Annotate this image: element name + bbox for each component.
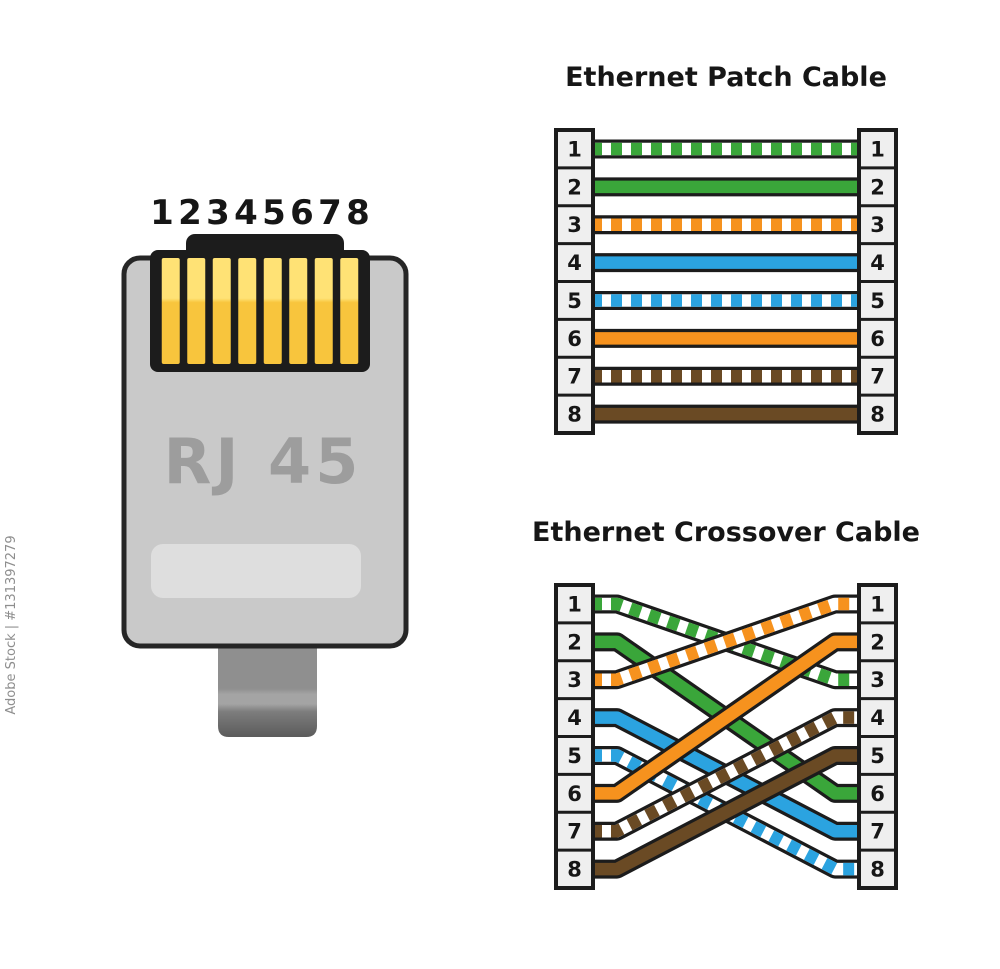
pin-number: 1 <box>150 193 174 233</box>
pin-label: 7 <box>567 820 582 844</box>
stock-watermark: Adobe Stock | #131397279 <box>4 535 19 714</box>
wire-pin3-to-pin1-orange-striped <box>591 594 861 690</box>
rj45-pin <box>314 258 333 364</box>
pin-label: 2 <box>870 630 885 654</box>
pin-label: 4 <box>567 706 582 730</box>
wire-pin8-to-pin5-brown-solid <box>591 745 861 879</box>
pin-number: 3 <box>206 193 230 233</box>
pin-number: 8 <box>346 193 370 233</box>
rj45-pin <box>289 258 308 364</box>
crossover-cable-diagram: 1 2 3 4 5 6 7 8 1 2 3 4 5 6 7 8 <box>554 583 898 890</box>
pin-label: 8 <box>870 403 885 427</box>
pin-label: 5 <box>870 744 885 768</box>
rj45-label: RJ 45 <box>164 425 363 498</box>
pin-label: 8 <box>870 858 885 882</box>
wires <box>591 594 861 879</box>
pin-number: 6 <box>290 193 314 233</box>
wire-pin7-to-pin4-brown-striped <box>591 708 861 841</box>
patch-cable-diagram: 1 2 3 4 5 6 7 8 1 2 3 4 5 6 7 8 <box>554 128 898 435</box>
gold-pins <box>161 258 359 364</box>
rj45-pin <box>263 258 282 364</box>
pin-label: 2 <box>567 630 582 654</box>
rj45-pin <box>238 258 257 364</box>
pin-label: 6 <box>870 327 885 351</box>
pin-label: 5 <box>567 744 582 768</box>
pin-label: 3 <box>567 213 582 237</box>
pin-block-left: 1 2 3 4 5 6 7 8 <box>554 128 595 435</box>
wire-pin6-to-pin2-orange-solid <box>591 632 861 803</box>
pin-label: 1 <box>567 137 582 161</box>
pin-label: 1 <box>567 592 582 616</box>
pin-label: 7 <box>870 820 885 844</box>
pin-label: 8 <box>567 858 582 882</box>
rj45-pin <box>340 258 359 364</box>
patch-cable-title: Ethernet Patch Cable <box>565 62 887 93</box>
pin-label: 7 <box>870 365 885 389</box>
pin-label: 8 <box>567 403 582 427</box>
rj45-pin <box>187 258 206 364</box>
wires <box>591 139 861 424</box>
pin-label: 4 <box>870 251 885 275</box>
crossover-cable-title: Ethernet Crossover Cable <box>532 517 920 548</box>
pin-label: 1 <box>870 137 885 161</box>
pin-label: 5 <box>870 289 885 313</box>
pin-number: 7 <box>318 193 342 233</box>
pin-block-right: 1 2 3 4 5 6 7 8 <box>857 128 898 435</box>
pin-label: 6 <box>567 782 582 806</box>
rj45-pin <box>161 258 180 364</box>
rj45-pin <box>212 258 231 364</box>
pin-label: 4 <box>567 251 582 275</box>
pin-label: 1 <box>870 592 885 616</box>
pin-number: 2 <box>178 193 202 233</box>
pin-label: 2 <box>870 175 885 199</box>
pin-label: 3 <box>870 213 885 237</box>
pin-block-right: 1 2 3 4 5 6 7 8 <box>857 583 898 890</box>
pin-label: 2 <box>567 175 582 199</box>
pin-label: 7 <box>567 365 582 389</box>
pin-label: 6 <box>567 327 582 351</box>
pin-number: 4 <box>234 193 258 233</box>
ethernet-cable <box>218 640 317 737</box>
pin-label: 5 <box>567 289 582 313</box>
pin-label: 3 <box>567 668 582 692</box>
pin-number: 5 <box>262 193 286 233</box>
pin-frame <box>150 250 370 372</box>
latch-panel <box>151 544 361 598</box>
pin-block-left: 1 2 3 4 5 6 7 8 <box>554 583 595 890</box>
pin-label: 4 <box>870 706 885 730</box>
pin-label: 6 <box>870 782 885 806</box>
pin-label: 3 <box>870 668 885 692</box>
